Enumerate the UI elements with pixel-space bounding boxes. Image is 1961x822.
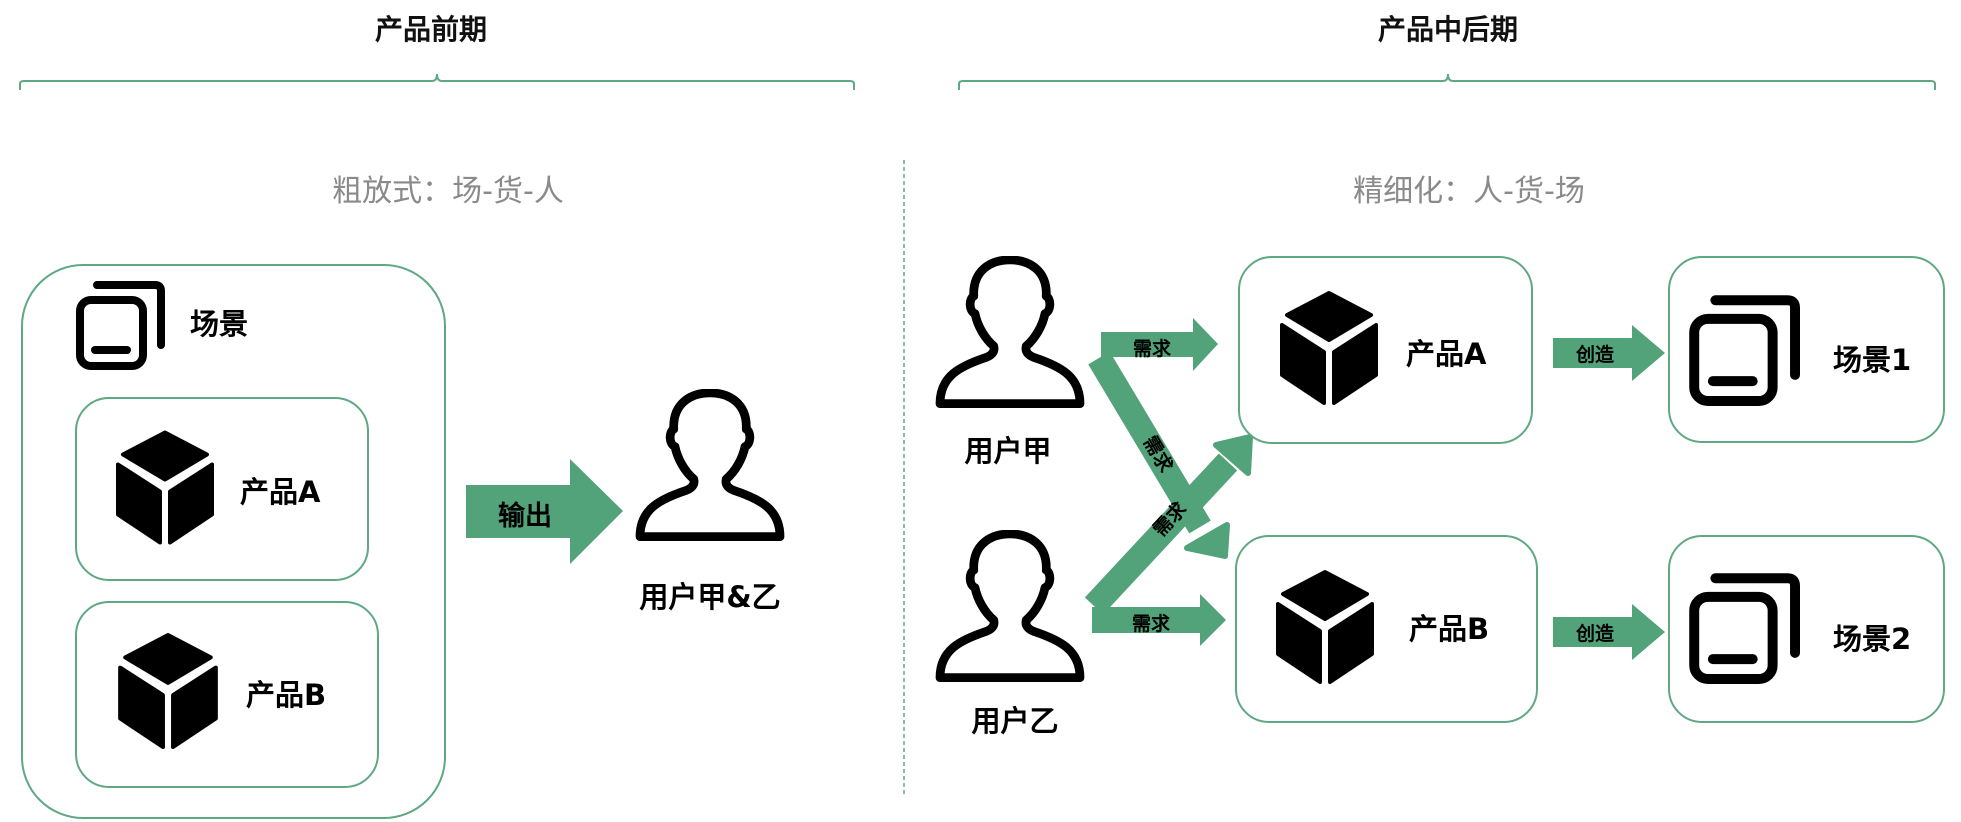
scene-container [21,264,446,819]
scene-2-label: 场景2 [1833,622,1912,656]
create-label: 创造 [1576,623,1615,645]
scene-icon [1688,572,1800,684]
subtitle-extensive: 粗放式：场-货-人 [332,174,564,209]
demand-arrow-a-to-a [1101,318,1218,371]
brace-early [19,73,855,90]
scene-icon [1688,294,1800,406]
phase-title-early: 产品前期 [374,13,488,46]
product-b-label: 产品B [246,678,327,712]
cube-icon [115,429,215,546]
scene-1-box [1668,256,1945,443]
product-a-label: 产品A [240,475,321,509]
scene-1-label: 场景1 [1833,343,1912,377]
output-arrow [466,459,623,564]
scene-label: 场景 [190,307,249,341]
output-arrow-label: 输出 [498,501,552,532]
scene-icon [75,280,165,370]
demand-arrow-b-to-a-head [1213,434,1253,476]
cube-icon [1275,569,1375,685]
demand-arrow-b-to-b [1092,594,1226,646]
create-label: 创造 [1576,344,1615,366]
create-arrow-1 [1553,325,1665,381]
product-a-box [75,397,369,581]
phase-title-mid-late: 产品中后期 [1377,13,1519,46]
product-b-label: 产品B [1409,612,1490,646]
user-icon [935,256,1085,410]
demand-arrow-a-to-b-head [1184,522,1230,559]
cube-icon [117,632,219,750]
product-a-box [1238,256,1533,444]
brace-mid-late [958,73,1936,90]
create-arrow-2 [1553,604,1665,660]
cube-icon [1279,290,1379,406]
subtitle-refined: 精细化：人-货-场 [1353,174,1585,209]
user-a-label: 用户甲 [964,434,1052,468]
demand-label: 需求 [1132,613,1171,635]
demand-label: 需求 [1133,338,1172,360]
product-b-box [75,601,379,788]
user-b-label: 用户乙 [971,704,1059,738]
product-a-label: 产品A [1406,337,1487,371]
product-b-box [1235,535,1538,723]
scene-2-box [1668,535,1945,723]
user-icon [635,389,785,543]
demand-arrow-b-to-a-shaft [1084,453,1238,615]
user-both-label: 用户甲&乙 [639,580,781,614]
user-icon [935,530,1085,684]
